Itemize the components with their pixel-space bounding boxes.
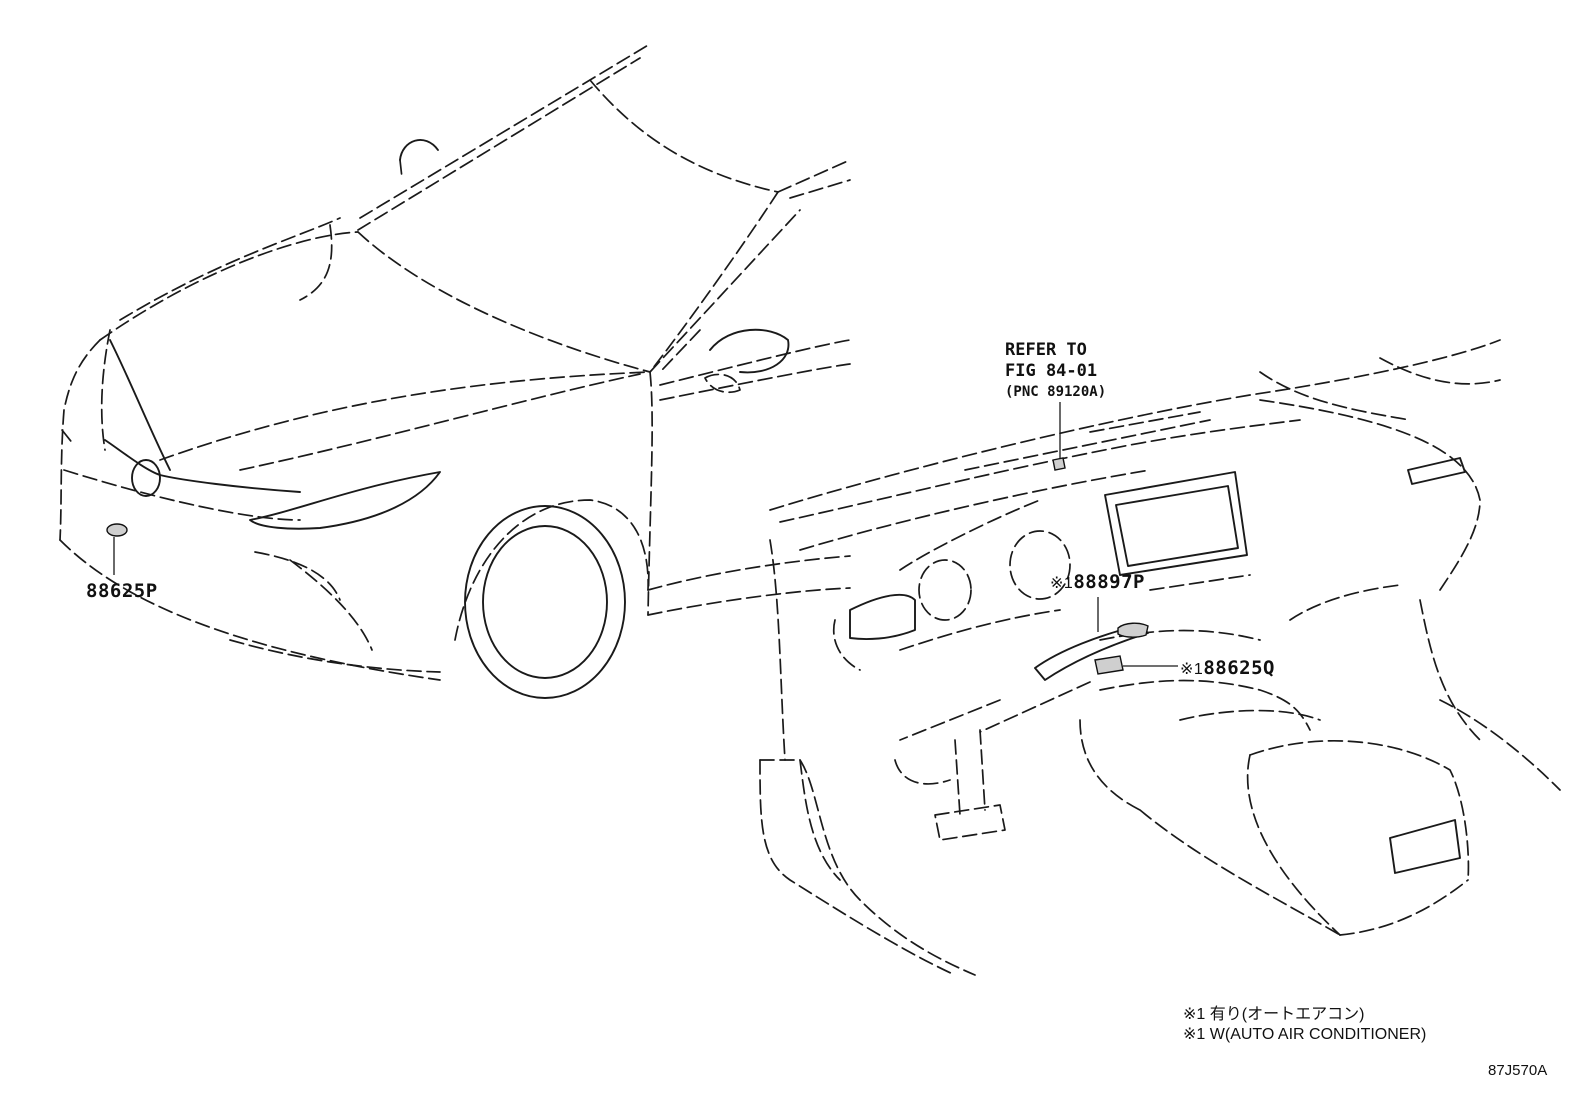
instrument-panel-illustration [759, 339, 1561, 976]
front-sensor-part [106, 523, 128, 537]
reference-note[interactable]: REFER TO FIG 84-01 (PNC 89120A) [1005, 340, 1106, 403]
footnote-ja: ※1 有り(オートエアコン) [1183, 1000, 1364, 1024]
footnote-en: ※1 W(AUTO AIR CONDITIONER) [1183, 1024, 1426, 1044]
footnote-text-ja: 有り(オートエアコン) [1209, 1006, 1365, 1023]
figure-id: 87J570A [1488, 1062, 1548, 1079]
lower-sensor-part [1094, 655, 1124, 675]
callout-88625Q[interactable]: ※188625Q [1180, 657, 1275, 679]
callout-88897P-number: 88897P [1073, 571, 1145, 593]
callout-88625P[interactable]: 88625P [86, 580, 158, 602]
callout-88897P[interactable]: ※188897P [1050, 571, 1145, 593]
footnote-mark: ※1 [1050, 575, 1074, 592]
footnote-text-en: W(AUTO AIR CONDITIONER) [1209, 1026, 1427, 1043]
vehicle-front-illustration [59, 43, 851, 699]
reference-part [1052, 457, 1066, 471]
reference-line-3: (PNC 89120A) [1005, 384, 1107, 400]
footnote-mark: ※1 [1183, 1006, 1206, 1023]
reference-line-2: FIG 84-01 [1005, 361, 1098, 381]
cluster-sensor-part [1117, 622, 1149, 638]
reference-line-1: REFER TO [1005, 340, 1087, 360]
callout-88625Q-number: 88625Q [1203, 657, 1275, 679]
footnote-mark: ※1 [1183, 1026, 1206, 1043]
footnote-mark: ※1 [1180, 661, 1204, 678]
